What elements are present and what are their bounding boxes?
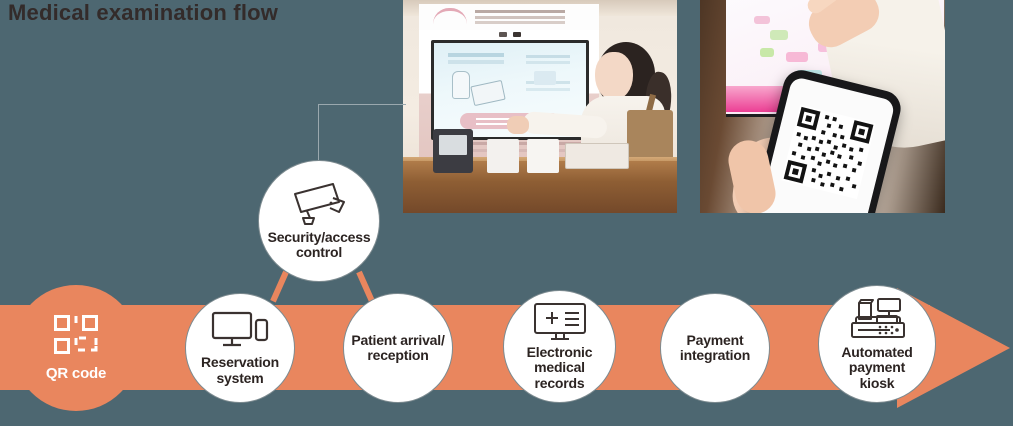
flow-node-label: Electronic medical records: [526, 344, 593, 391]
flow-node-electronic-medical-records[interactable]: Electronic medical records: [503, 290, 616, 403]
reception-kiosk-photo: [403, 0, 677, 213]
counter-box-one: [487, 139, 519, 173]
qr-code-icon: [54, 314, 98, 354]
qr-phone-photo: [700, 0, 945, 213]
flow-node-automated-payment-kiosk[interactable]: Automated payment kiosk: [818, 285, 936, 403]
cctv-camera-icon: [294, 182, 345, 225]
flow-arrow-band: [0, 305, 930, 390]
card-reader-device: [433, 129, 473, 173]
security-to-reservation-connector: [270, 270, 289, 303]
medical-record-monitor-icon: [533, 303, 586, 341]
monitor-and-phone-icon: [211, 312, 269, 347]
counter-tray: [565, 143, 629, 169]
phone-screen: [748, 75, 896, 213]
security-photo-connector-line: [318, 104, 406, 166]
kiosk-logo: [433, 8, 467, 27]
counter-box-two: [527, 139, 559, 173]
screen-hand-graphic: [452, 71, 470, 99]
cash-register-icon: [851, 298, 905, 339]
page-title: Medical examination flow: [8, 0, 279, 25]
flow-node-reservation-system[interactable]: Reservation system: [185, 293, 295, 403]
person-face: [595, 52, 633, 100]
person-hand: [507, 116, 529, 134]
kiosk-camera: [499, 32, 507, 37]
flow-node-payment-integration[interactable]: Payment integration: [660, 293, 770, 403]
flow-node-patient-arrival-reception[interactable]: Patient arrival/ reception: [343, 293, 453, 403]
flow-node-label: Patient arrival/ reception: [351, 331, 445, 363]
flow-node-label: Payment integration: [679, 331, 751, 363]
security-to-patient-connector: [356, 270, 375, 303]
flow-node-label: Automated payment kiosk: [841, 344, 913, 391]
flow-node-label: Reservation system: [201, 354, 279, 386]
flow-node-qr-code[interactable]: QR code: [13, 285, 139, 411]
screen-card-graphic: [470, 79, 506, 107]
flow-node-label: Security/access control: [267, 228, 371, 260]
screen-text-right: [526, 55, 570, 58]
flow-node-label: QR code: [45, 364, 107, 382]
flow-node-security-access-control[interactable]: Security/access control: [258, 160, 380, 282]
screen-number-graphic: [534, 71, 556, 85]
kiosk-header-text: [475, 10, 565, 13]
phone-qr-code-icon: [781, 104, 876, 200]
screen-text-left: [448, 53, 504, 57]
smartphone: [739, 66, 905, 213]
